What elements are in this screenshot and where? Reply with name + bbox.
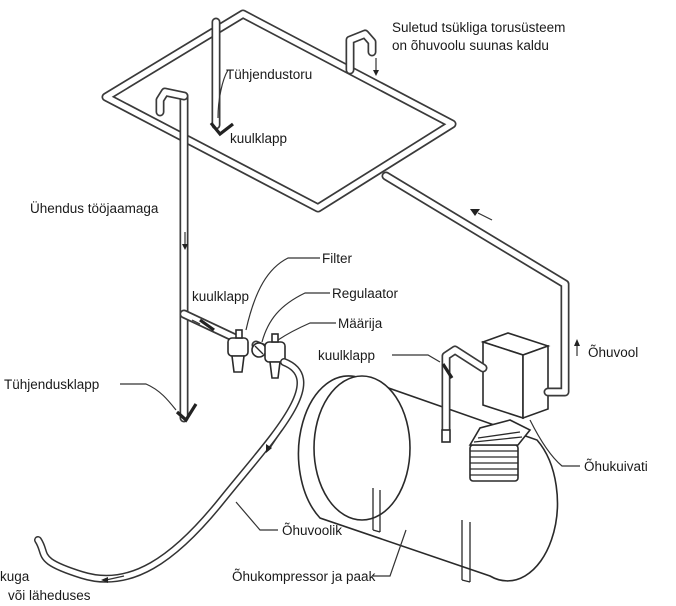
leader-lines [120, 69, 580, 577]
ball-valve-top-icon [209, 121, 234, 137]
label-airflow: Õhuvool [588, 345, 638, 360]
label-drain-valve: Tühjendusklapp [4, 377, 99, 392]
label-ball-valve-top: kuulklapp [230, 131, 287, 146]
flow-arrows [101, 58, 580, 583]
label-ball-valve-left: kuulklapp [192, 289, 249, 304]
ball-valve-tank-icon [441, 363, 454, 379]
label-closed-loop-line1: Suletud tsükliga torusüsteem [392, 20, 565, 35]
regulator-icon [251, 342, 267, 358]
pipe-network [101, 9, 570, 435]
label-workstation-connection: Ühendus tööjaamaga [30, 201, 159, 216]
label-regulator: Regulaator [332, 286, 399, 301]
label-air-hose: Õhuvoolik [282, 523, 342, 538]
label-ball-valve-tank: kuulklapp [318, 348, 375, 363]
label-tool-line2: või läheduses [8, 588, 91, 603]
filter-icon [227, 329, 249, 373]
meter-icon [264, 333, 286, 379]
air-dryer [480, 332, 551, 420]
label-drain-pipe: Tühjendustoru [226, 67, 312, 82]
ball-valve-left-icon [199, 318, 215, 332]
drain-valve-icon [175, 403, 198, 423]
air-hose [34, 358, 305, 583]
label-compressor-tank: Õhukompressor ja paak [232, 569, 376, 584]
label-closed-loop-line2: on õhuvoolu suunas kaldu [392, 38, 549, 53]
tank-drain-fitting-icon [441, 429, 451, 443]
label-tool-line1: kuga [0, 569, 30, 584]
label-filter: Filter [322, 251, 353, 266]
label-air-dryer: Õhukuivati [584, 459, 648, 474]
compressor-head [468, 419, 532, 482]
label-meter: Määrija [338, 316, 383, 331]
